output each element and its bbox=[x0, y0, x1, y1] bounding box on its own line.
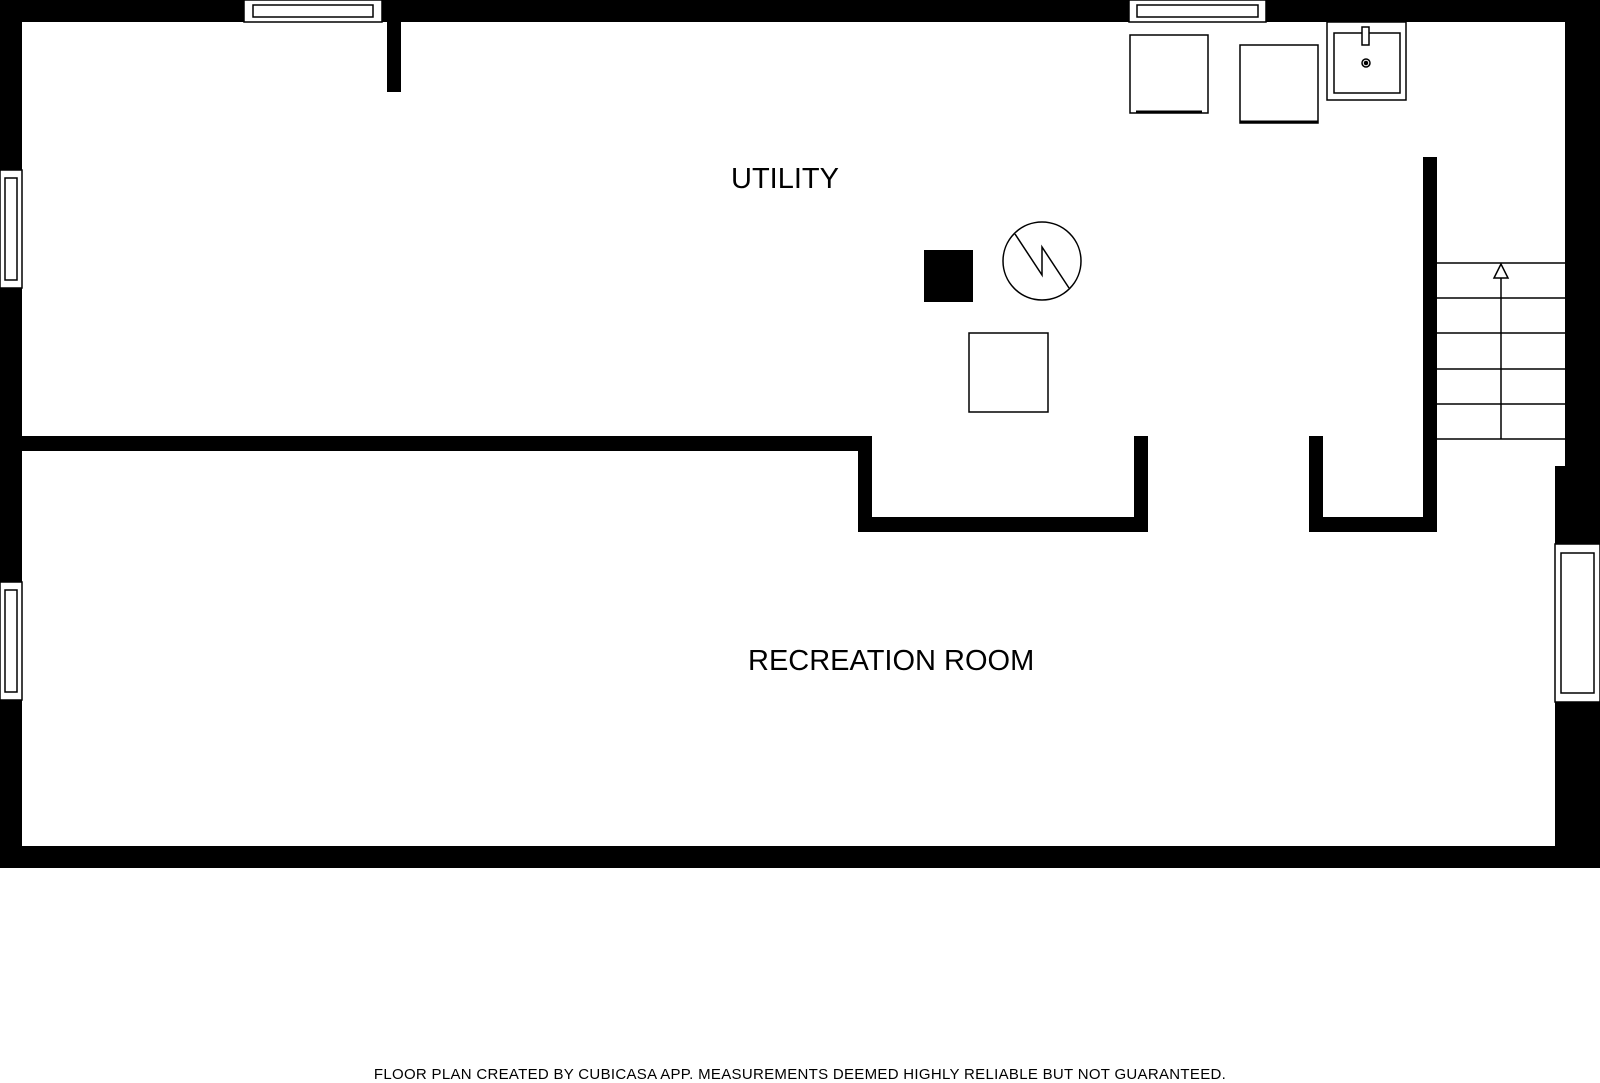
windows bbox=[0, 0, 1600, 703]
window-top-left bbox=[243, 0, 383, 23]
wall-right-upper bbox=[1565, 0, 1600, 466]
wall-top bbox=[0, 0, 1600, 22]
room-label-recreation-room: RECREATION ROOM bbox=[748, 645, 1035, 677]
wall-jog-bottom bbox=[858, 517, 1148, 532]
water-heater-icon bbox=[1002, 221, 1082, 301]
wall-stair-side bbox=[1423, 157, 1437, 532]
wall-jog-right bbox=[1134, 436, 1148, 532]
wall-left bbox=[0, 0, 22, 868]
room-label-utility: UTILITY bbox=[731, 163, 839, 195]
interior-walls bbox=[22, 22, 1437, 532]
window-left-upper bbox=[0, 169, 23, 289]
utility-sink-icon bbox=[1326, 21, 1407, 101]
fixtures bbox=[924, 21, 1407, 413]
furnace-icon bbox=[968, 332, 1049, 413]
wall-bottom bbox=[0, 846, 1600, 868]
window-right bbox=[1554, 543, 1600, 703]
wall-stair-bottom bbox=[1309, 517, 1437, 532]
appliance-dryer-icon bbox=[1239, 44, 1319, 124]
appliance-washer-icon bbox=[1129, 34, 1209, 114]
wall-divider bbox=[22, 436, 872, 451]
wall-jog-left bbox=[858, 436, 872, 532]
window-left-lower bbox=[0, 581, 23, 701]
wall-stub-top bbox=[387, 22, 401, 92]
stairs bbox=[1437, 262, 1565, 440]
window-top-right bbox=[1128, 0, 1267, 23]
exterior-walls bbox=[0, 0, 1600, 868]
wall-stair-left-stub bbox=[1309, 436, 1323, 532]
stair-arrow-icon bbox=[1492, 262, 1510, 279]
support-column-icon bbox=[924, 250, 973, 302]
floor-plan-disclaimer: FLOOR PLAN CREATED BY CUBICASA APP. MEAS… bbox=[373, 1066, 1227, 1083]
